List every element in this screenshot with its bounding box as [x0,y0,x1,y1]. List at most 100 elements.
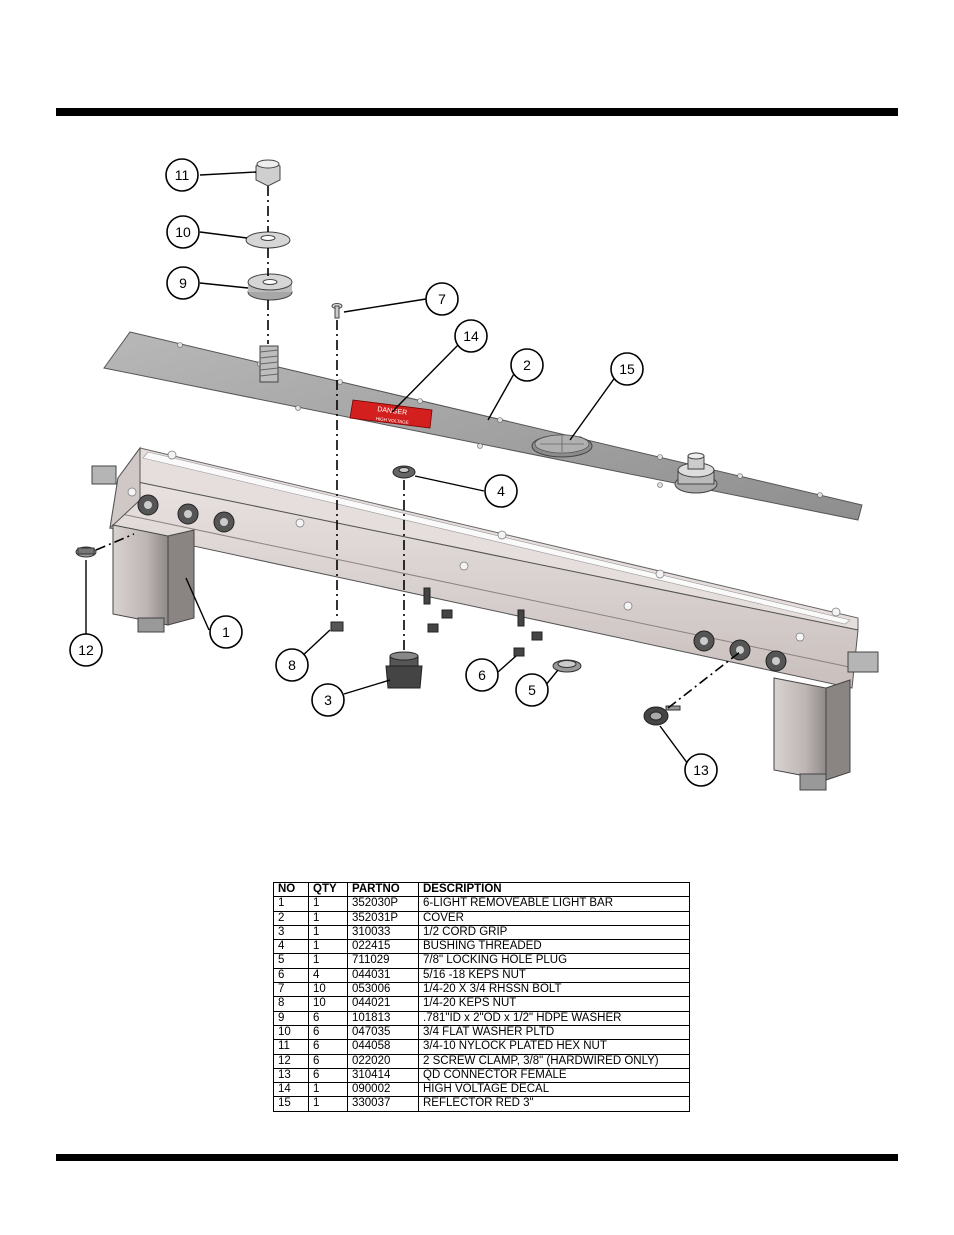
cell-no: 8 [273,996,309,1012]
cell-partno: 044058 [347,1039,419,1055]
table-header-row: NO QTY PARTNO DESCRIPTION [273,881,690,898]
cell-qty: 1 [308,1096,348,1112]
cell-description: REFLECTOR RED 3" [418,1096,690,1112]
cell-description: 3/4-10 NYLOCK PLATED HEX NUT [418,1039,690,1055]
threaded-stud [259,345,279,383]
cell-partno: 330037 [347,1096,419,1112]
hdpe-washer [247,273,293,301]
svg-text:11: 11 [175,167,190,183]
red-reflector [531,434,593,458]
cell-no: 5 [273,953,309,969]
cell-description: COVER [418,910,690,926]
callout-11: 11 [165,158,199,192]
cell-description: QD CONNECTOR FEMALE [418,1067,690,1084]
cell-no: 9 [273,1010,309,1026]
cell-no: 11 [273,1039,309,1055]
cell-qty: 6 [308,1067,348,1084]
cell-description: 6-LIGHT REMOVEABLE LIGHT BAR [418,896,690,912]
header-description: DESCRIPTION [418,881,690,898]
callout-10: 10 [166,215,200,249]
callout-13: 13 [684,753,718,787]
keps-nut [330,621,344,632]
locking-hole-plug [552,659,582,673]
svg-text:4: 4 [497,483,505,499]
top-rule [56,108,898,116]
cell-description: 1/2 CORD GRIP [418,924,690,941]
cell-description: BUSHING THREADED [418,939,690,955]
callout-15: 15 [610,352,644,386]
header-qty: QTY [308,881,348,898]
cell-partno: 053006 [347,982,419,998]
cover-plate [103,331,863,521]
cell-qty: 1 [308,924,348,941]
cell-no: 14 [273,1082,309,1098]
cell-no: 7 [273,982,309,998]
callout-3: 3 [311,683,345,717]
svg-text:15: 15 [619,361,635,377]
carriage-bolt [331,303,343,319]
cell-partno: 044031 [347,967,419,984]
callout-4: 4 [484,474,518,508]
cell-qty: 6 [308,1024,348,1041]
exploded-parts-diagram: DANGER HIGH VOLTAGE [69,158,879,791]
callout-7: 7 [425,282,459,316]
header-partno: PARTNO [347,881,419,898]
svg-text:9: 9 [179,275,187,291]
cell-qty: 10 [308,996,348,1012]
light-bar-body [91,446,879,791]
callout-9: 9 [166,266,200,300]
cell-no: 10 [273,1024,309,1041]
cell-description: 3/4 FLAT WASHER PLTD [418,1024,690,1041]
screw-clamp [75,546,97,558]
svg-text:3: 3 [324,692,332,708]
cell-partno: 101813 [347,1010,419,1026]
cell-description: 2 SCREW CLAMP, 3/8" (HARDWIRED ONLY) [418,1053,690,1069]
cell-partno: 310033 [347,924,419,941]
cell-partno: 711029 [347,953,419,969]
cell-partno: 352030P [347,896,419,912]
cell-no: 4 [273,939,309,955]
cell-qty: 1 [308,1082,348,1098]
callout-12: 12 [69,633,103,667]
svg-text:8: 8 [288,657,296,673]
cell-description: 1/4-20 KEPS NUT [418,996,690,1012]
cell-no: 2 [273,910,309,926]
cell-description: 7/8" LOCKING HOLE PLUG [418,953,690,969]
cell-qty: 1 [308,953,348,969]
cell-qty: 4 [308,967,348,984]
cell-partno: 044021 [347,996,419,1012]
callout-5: 5 [515,673,549,707]
cell-qty: 6 [308,1053,348,1069]
cell-description: 1/4-20 X 3/4 RHSSN BOLT [418,982,690,998]
header-no: NO [273,881,309,898]
cell-no: 1 [273,896,309,912]
connector-axis-line [667,651,741,709]
svg-text:7: 7 [438,291,446,307]
svg-text:14: 14 [463,328,479,344]
svg-text:12: 12 [78,642,94,658]
cell-no: 6 [273,967,309,984]
cell-no: 12 [273,1053,309,1069]
bottom-rule [56,1154,898,1161]
callout-6: 6 [465,658,499,692]
hex-nut [255,159,281,187]
cell-partno: 352031P [347,910,419,926]
callout-14: 14 [454,319,488,353]
cell-partno: 022415 [347,939,419,955]
svg-text:5: 5 [528,682,536,698]
cell-qty: 6 [308,1010,348,1026]
cell-qty: 1 [308,939,348,955]
